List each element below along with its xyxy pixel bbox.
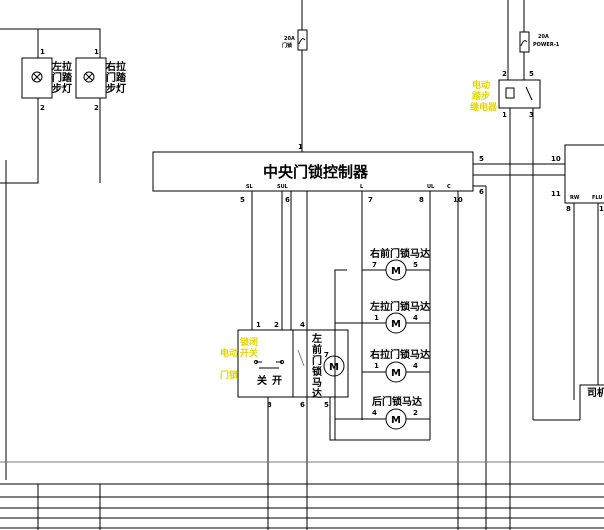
controller-pin-right-lower: 6	[479, 188, 484, 196]
motor-left-slide: 左拉门锁马达 1 4 M	[335, 300, 430, 334]
right-lamp-label-3: 步灯	[106, 82, 126, 95]
motor-rf-icon	[385, 259, 407, 281]
terminal-sl: SL	[246, 184, 254, 190]
central-lock-controller: 中央门锁控制器 SL SUL L UL C 5 6 7 8 10 5 6	[152, 151, 484, 204]
motor-lf-pin-5: 5	[324, 401, 329, 409]
right-lamp-label-1: 右拉	[105, 60, 126, 73]
right-lamp-label-2: 门踏	[106, 71, 127, 84]
relay-pin-2: 2	[502, 70, 507, 78]
terminal-sul: SUL	[277, 184, 289, 190]
module-terminal-flu: FLU	[592, 195, 602, 201]
step-lamp-circuit: 1 1 2 2 左拉 门踏 步灯 右拉 门踏 步灯	[0, 28, 127, 480]
controller-pin-7: 7	[368, 196, 373, 204]
motor-lf-pin-4: 4	[300, 321, 305, 329]
switch-outer-label-1: 电动	[220, 347, 238, 359]
switch-pin-1: 1	[256, 321, 261, 329]
module-pin-11: 11	[551, 190, 561, 198]
center-fuse-name: 门锁	[282, 42, 292, 49]
lock-switch: 1 2 4 7 3 6 5 锁闭 开关 电动 门锁 关 开 左 前 门 锁 马 …	[220, 321, 349, 409]
motor-ls-pin-b: 4	[413, 314, 418, 322]
switch-state-open: 开	[272, 375, 282, 387]
left-lamp-pin-top: 1	[40, 48, 45, 56]
motor-lf-symbol: M	[329, 362, 339, 373]
terminal-c: C	[447, 184, 451, 190]
controller-pin-5: 5	[240, 196, 245, 204]
motor-ls-pin-a: 1	[374, 314, 379, 322]
relay-label-1: 电动	[472, 79, 490, 91]
ground-bus	[0, 420, 604, 530]
motor-rear-symbol: M	[391, 415, 401, 426]
relay-pin-5: 5	[529, 70, 534, 78]
left-lamp-pin-bottom: 2	[40, 104, 45, 112]
module-pin-10: 10	[551, 155, 561, 163]
switch-pin-3: 3	[267, 401, 272, 409]
motor-rs-pin-b: 4	[413, 362, 418, 370]
controller-pin-right-upper: 5	[479, 155, 484, 163]
left-lamp-label-3: 步灯	[52, 82, 72, 95]
motor-rs-pin-a: 1	[374, 362, 379, 370]
module-terminal-rw: RW	[570, 195, 580, 201]
motor-ls-icon	[385, 312, 407, 334]
motor-lf-pin-7: 7	[324, 351, 329, 359]
motor-rs-icon	[385, 361, 407, 383]
motor-rear: 后门锁马达 4 2 M	[335, 395, 430, 430]
motor-right-front: 右前门锁马达 7 5 M	[362, 247, 430, 281]
switch-outer-label-2: 门锁	[220, 369, 238, 381]
center-fuse: 20A 门锁 1	[282, 0, 308, 152]
right-fuse: 20A POWER-1	[519, 0, 560, 68]
motor-rear-label: 后门锁马达	[372, 395, 422, 408]
motor-rf-pin-a: 7	[372, 261, 377, 269]
motor-ls-symbol: M	[391, 319, 401, 330]
relay-pin-1: 1	[502, 111, 507, 119]
controller-pin-6: 6	[285, 196, 290, 204]
left-step-lamp-icon	[31, 71, 43, 83]
right-module: RW FLU 8 1 司机	[533, 144, 604, 421]
motor-rear-pin-b: 2	[413, 409, 418, 417]
step-relay: 2 5 1 3 电动 踏步 继电器	[470, 0, 541, 420]
motor-ls-label: 左拉门锁马达	[369, 300, 430, 313]
center-fuse-rating: 20A	[284, 36, 295, 42]
controller-title: 中央门锁控制器	[263, 163, 369, 181]
switch-inner-label-2: 开关	[240, 347, 258, 359]
motor-lf-label-4: 锁	[312, 365, 322, 378]
motor-rear-icon	[385, 408, 407, 430]
relay-pin-3: 3	[529, 111, 534, 119]
left-lamp-label-2: 门踏	[52, 71, 73, 84]
motor-rf-pin-b: 5	[413, 261, 418, 269]
motor-lf-pin-6: 6	[300, 401, 305, 409]
door-motors-bus	[334, 258, 363, 440]
relay-label-3: 继电器	[470, 101, 498, 113]
module-pin-1: 1	[599, 205, 604, 213]
motor-rs-symbol: M	[391, 368, 401, 379]
right-fuse-name: POWER-1	[533, 42, 560, 48]
left-lamp-label-1: 左拉	[51, 60, 72, 73]
terminal-l: L	[360, 184, 364, 190]
controller-pin-top: 1	[298, 143, 303, 151]
motor-lf-label-6: 达	[312, 387, 322, 400]
switch-state-close: 关	[257, 374, 267, 387]
motor-lf-label-5: 马	[312, 377, 322, 389]
motor-rf-label: 右前门锁马达	[369, 247, 430, 260]
motor-rear-pin-a: 4	[372, 409, 377, 417]
right-fuse-rating: 20A	[538, 34, 549, 40]
right-step-lamp-icon	[83, 71, 95, 83]
module-cut-label: 司机	[587, 386, 604, 399]
motor-rs-label: 右拉门锁马达	[369, 348, 430, 361]
motor-lf-label-2: 前	[312, 343, 322, 356]
module-pin-8: 8	[566, 205, 571, 213]
left-front-motor-icon: M	[323, 355, 345, 377]
motor-rf-symbol: M	[391, 266, 401, 277]
motor-lf-label-1: 左	[311, 332, 322, 345]
switch-contact-icon	[254, 349, 305, 369]
controller-pin-8: 8	[419, 196, 424, 204]
terminal-ul: UL	[427, 184, 435, 190]
relay-label-2: 踏步	[472, 90, 490, 102]
motor-right-slide: 右拉门锁马达 1 4 M	[362, 348, 430, 383]
right-lamp-pin-top: 1	[94, 48, 99, 56]
switch-inner-label-1: 锁闭	[240, 336, 258, 348]
switch-pin-2: 2	[274, 321, 279, 329]
right-lamp-pin-bottom: 2	[94, 104, 99, 112]
motor-lf-label-3: 门	[312, 354, 322, 367]
